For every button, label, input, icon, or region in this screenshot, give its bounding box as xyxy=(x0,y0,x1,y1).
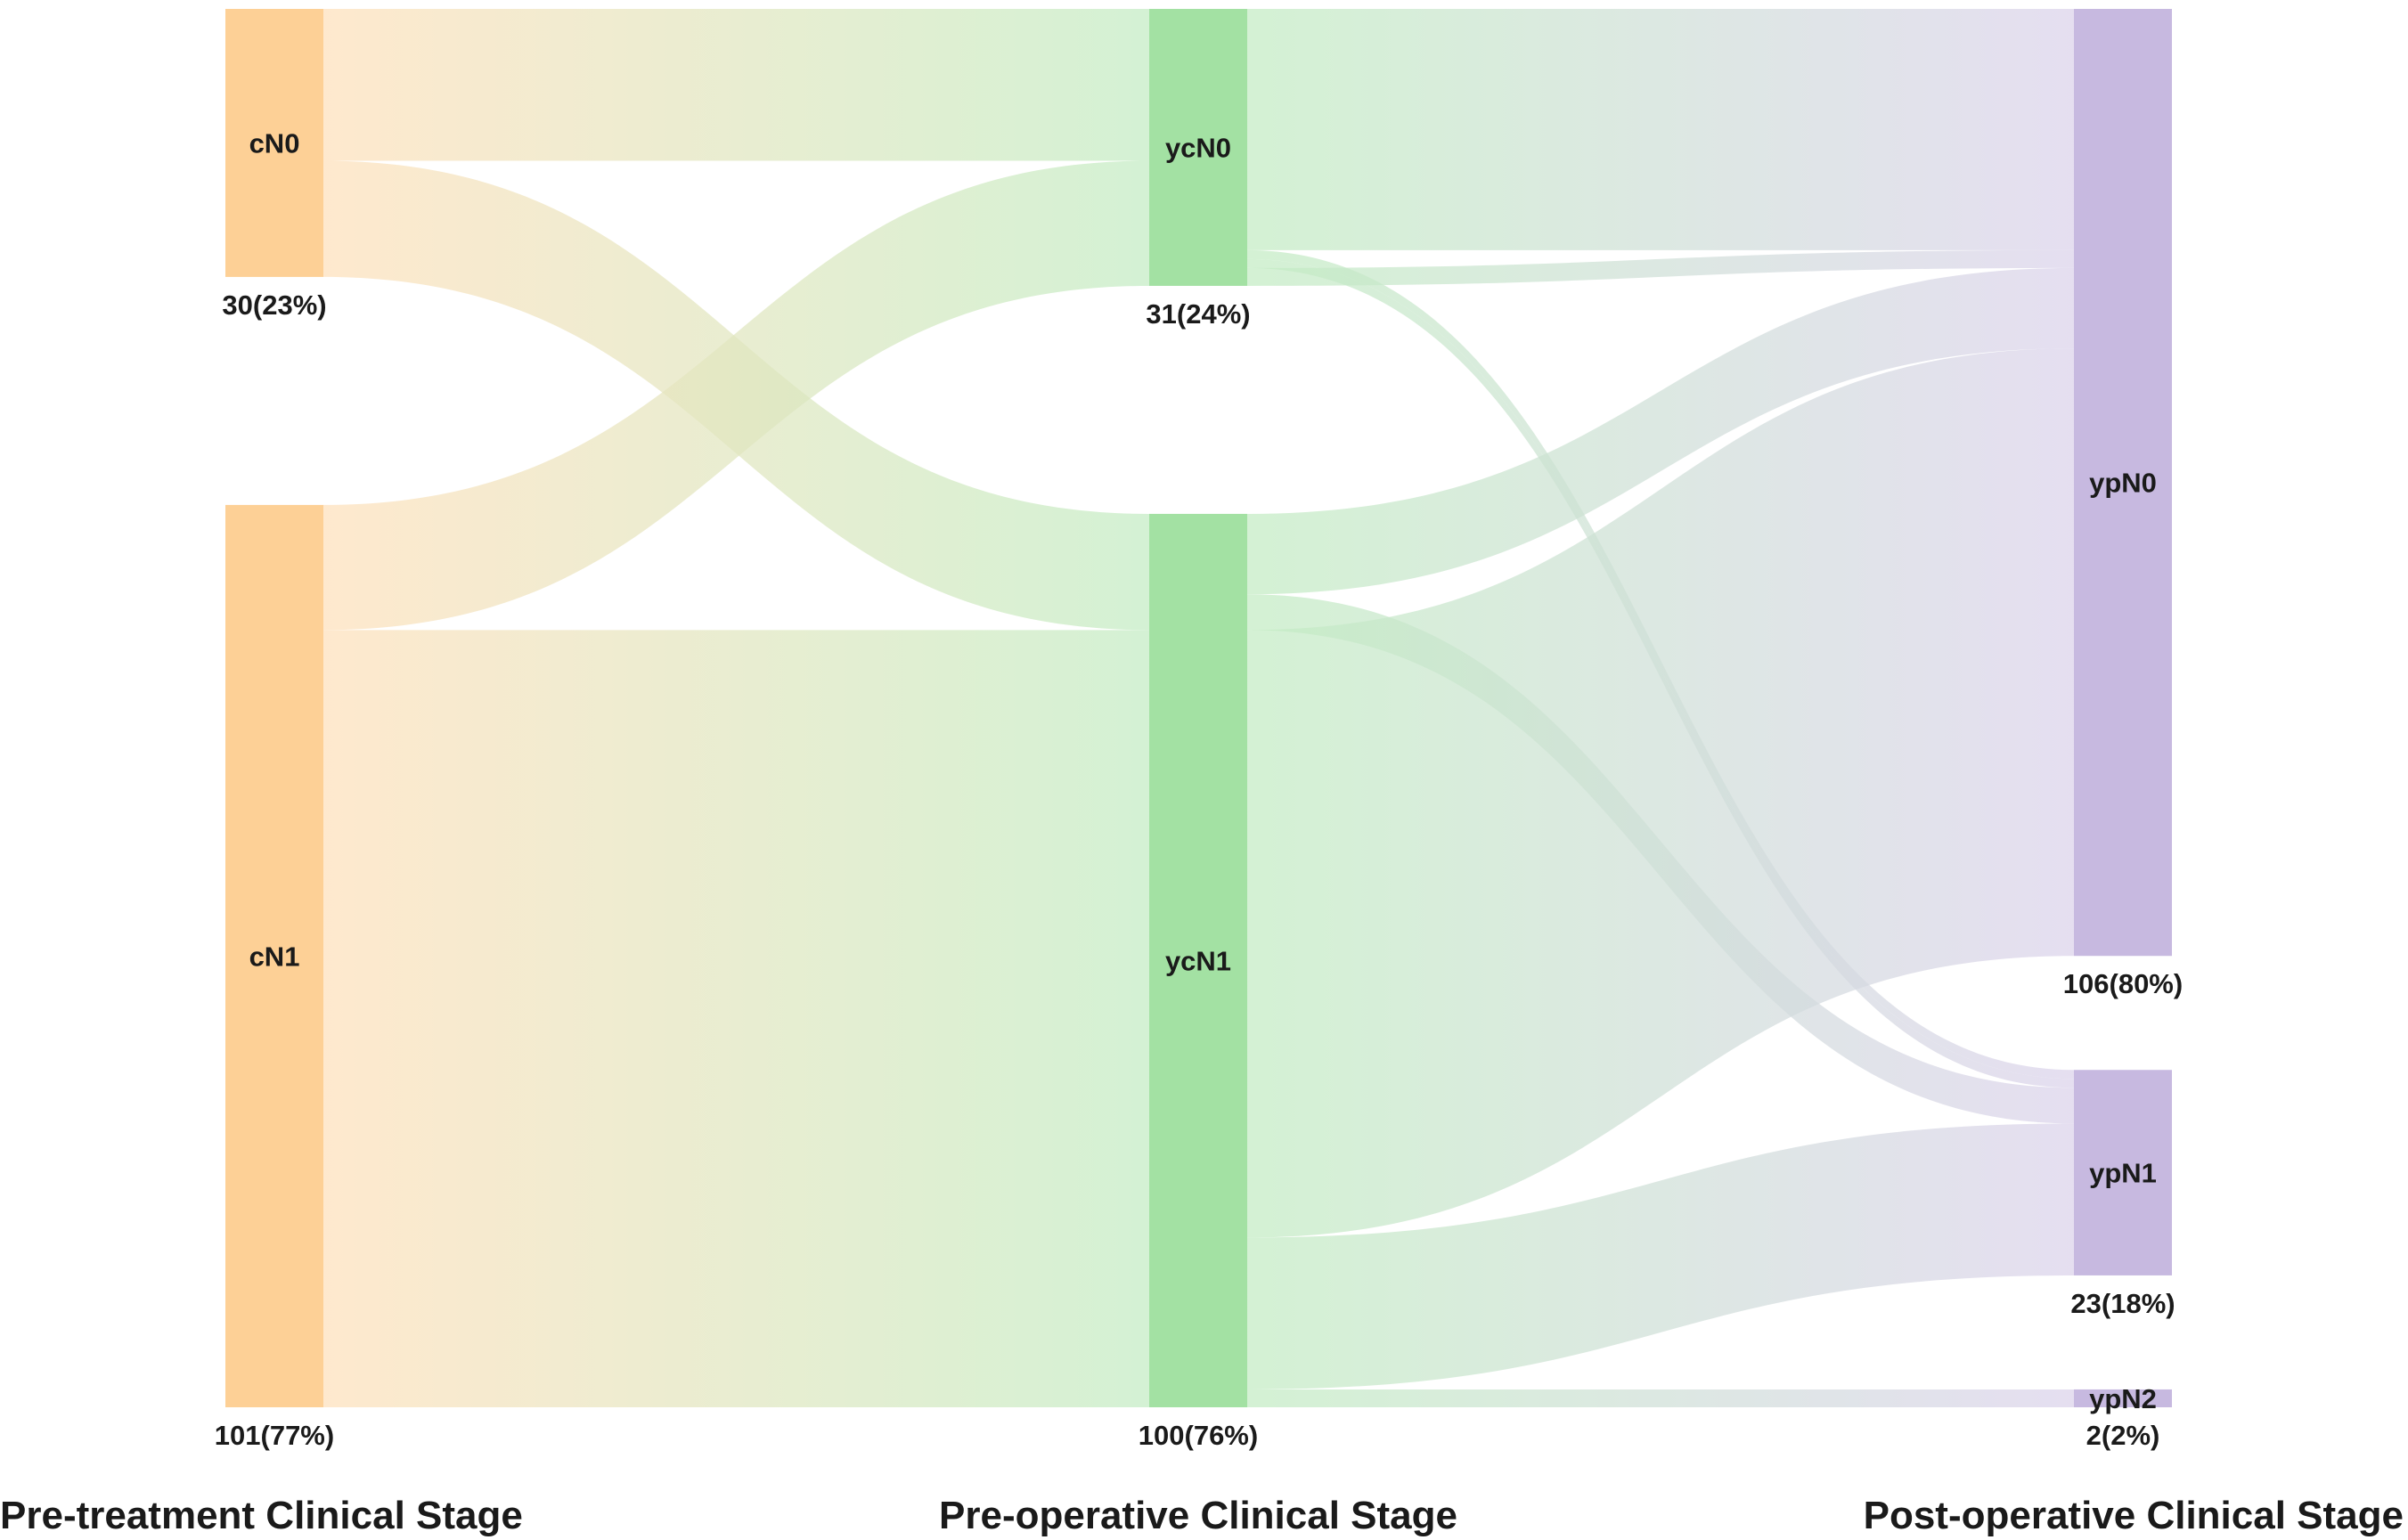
link-ycN0-ypN0 xyxy=(1247,249,2074,286)
link-ycN1-ypN0 xyxy=(1247,348,2074,1238)
node-ypN1 xyxy=(2074,1070,2172,1275)
node-count-cN0: 30(23%) xyxy=(222,289,326,321)
node-cN1 xyxy=(225,504,323,1407)
node-count-ypN1: 23(18%) xyxy=(2070,1288,2175,1319)
link-ycN0-ypN0 xyxy=(1247,9,2074,143)
node-label-ycN1: ycN1 xyxy=(1165,945,1231,976)
stage-label-1: Pre-operative Clinical Stage xyxy=(939,1494,1457,1537)
labels-layer: cN0 30(23%) cN1 101(77%) ycN0 31(24%) ycN1 100(… xyxy=(0,127,2404,1537)
link-ycN1-ypN1 xyxy=(1247,1123,2074,1389)
link-cN1-ycN0 xyxy=(323,160,1149,631)
node-label-ypN0: ypN0 xyxy=(2089,468,2157,499)
link-ycN0-ypN0 xyxy=(1247,143,2074,250)
node-label-ypN2: ypN2 xyxy=(2089,1383,2157,1414)
node-label-ycN0: ycN0 xyxy=(1165,132,1231,163)
node-label-cN0: cN0 xyxy=(249,127,300,159)
node-count-cN1: 101(77%) xyxy=(215,1420,334,1451)
nodes-layer xyxy=(225,9,2172,1407)
stage-label-2: Post-operative Clinical Stage xyxy=(1864,1494,2404,1537)
node-ypN2 xyxy=(2074,1389,2172,1407)
node-label-cN1: cN1 xyxy=(249,941,300,972)
link-ycN1-ypN2 xyxy=(1247,1389,2074,1407)
link-cN1-ycN1 xyxy=(323,630,1149,1407)
node-cN0 xyxy=(225,9,323,277)
node-count-ycN1: 100(76%) xyxy=(1139,1420,1258,1451)
links-layer xyxy=(323,9,2074,1407)
node-ycN1 xyxy=(1149,513,1247,1407)
stage-label-0: Pre-treatment Clinical Stage xyxy=(0,1494,523,1537)
node-ypN0 xyxy=(2074,9,2172,957)
link-ycN1-ypN0 xyxy=(1247,267,2074,595)
node-count-ypN2: 2(2%) xyxy=(2086,1420,2160,1451)
node-label-ypN1: ypN1 xyxy=(2089,1158,2157,1189)
link-cN0-ycN0 xyxy=(323,9,1149,161)
node-count-ycN0: 31(24%) xyxy=(1146,298,1250,330)
node-count-ypN0: 106(80%) xyxy=(2063,968,2183,999)
node-ycN0 xyxy=(1149,9,1247,286)
